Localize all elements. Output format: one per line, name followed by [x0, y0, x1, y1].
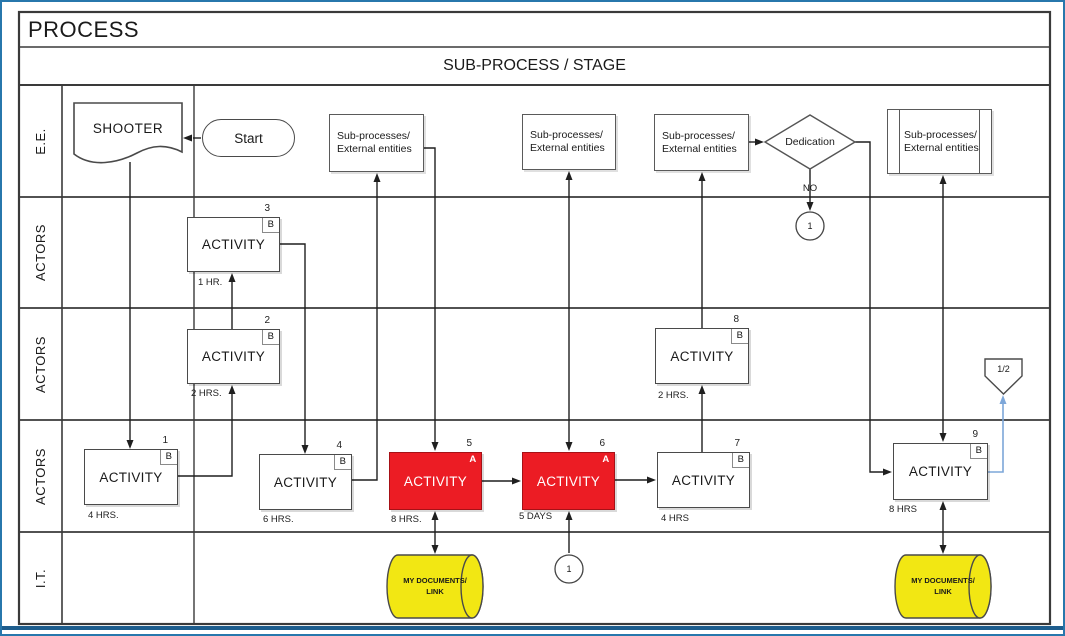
edge-subprocess-1-to-activity-5 [424, 147, 436, 443]
edge-decision-to-activity-9 [855, 141, 884, 473]
activity-1-duration: 4 HRS. [88, 510, 119, 521]
activity-7-number: 7 [734, 438, 740, 449]
decision-diamond [763, 114, 857, 170]
activity-5-badge: A [469, 454, 477, 465]
activity-4: ACTIVITY B [259, 454, 352, 510]
activity-3-number: 3 [264, 203, 270, 214]
subprocess-box-2: Sub-processes/ External entities [522, 114, 616, 170]
activity-2-badge: B [262, 330, 279, 345]
activity-4-duration: 6 HRS. [263, 514, 294, 525]
activity-2-duration: 2 HRS. [191, 388, 222, 399]
activity-5-number: 5 [466, 438, 472, 449]
activity-9-number: 9 [972, 429, 978, 440]
stage-header: SUB-PROCESS / STAGE [443, 57, 626, 74]
lane-label-actors-2: ACTORS [33, 335, 48, 393]
offpage-connector-shape [984, 358, 1023, 395]
activity-6: ACTIVITY A [522, 452, 615, 510]
lane-label-it: I.T. [33, 568, 48, 588]
flow-connectors [129, 137, 944, 553]
shooter-document-label: SHOOTER [92, 120, 164, 136]
activity-8: ACTIVITY B [655, 328, 749, 384]
datastore-2-label: MY DOCUMENTS/ LINK [911, 576, 975, 596]
datastore-1-cylinder-face [460, 554, 484, 619]
lane-label-ee: E.E. [32, 127, 48, 155]
bottom-accent-bar [2, 626, 1063, 630]
edge-activity-3-to-4 [280, 243, 306, 445]
offpage-connector-label: 1/2 [997, 364, 1010, 374]
activity-6-duration: 5 DAYS [519, 511, 553, 522]
activity-5-duration: 8 HRS. [391, 514, 422, 525]
activity-1: ACTIVITY B [84, 449, 178, 505]
activity-8-duration: 2 HRS. [658, 390, 689, 401]
activity-4-badge: B [334, 455, 351, 470]
activity-1-badge: B [160, 450, 177, 465]
activity-9-badge: B [970, 444, 987, 459]
activity-9: ACTIVITY B [893, 443, 988, 500]
activity-6-number: 6 [599, 438, 605, 449]
start-event: Start [202, 119, 295, 157]
datastore-shapes [386, 554, 992, 619]
subprocess-box-4: Sub-processes/ External entities [887, 109, 992, 174]
onpage-connector-bottom-circle [554, 554, 584, 584]
activity-2-number: 2 [264, 315, 270, 326]
lane-label-actors-3: ACTORS [33, 447, 48, 505]
swimlane-grid [17, 10, 1052, 626]
edge-activity-4-to-subprocess-1 [352, 180, 378, 481]
decision-no-label: NO [802, 182, 818, 194]
activity-8-number: 8 [733, 314, 739, 325]
edge-activity-9-to-offpage [988, 402, 1004, 473]
onpage-connector-top-circle [795, 211, 825, 241]
activity-9-duration: 8 HRS [889, 504, 917, 515]
lane-label-actors-1: ACTORS [33, 224, 48, 281]
datastore-1-label: MY DOCUMENTS/ LINK [403, 576, 467, 596]
activity-3-badge: B [262, 218, 279, 233]
activity-3: ACTIVITY B [187, 217, 280, 272]
subprocess-box-1: Sub-processes/ External entities [329, 114, 424, 172]
activity-7: ACTIVITY B [657, 452, 750, 508]
activity-3-duration: 1 HR. [198, 277, 223, 288]
activity-7-duration: 4 HRS [661, 513, 689, 524]
datastore-2-cylinder-face [968, 554, 992, 619]
page-title: PROCESS [28, 17, 140, 42]
onpage-connector-top-label: 1 [807, 221, 813, 231]
activity-5: ACTIVITY A [389, 452, 482, 510]
activity-1-number: 1 [162, 435, 168, 446]
arrowhead-offpage [999, 395, 1007, 404]
document-shape-shooter [73, 102, 183, 164]
activity-2: ACTIVITY B [187, 329, 280, 384]
activity-6-badge: A [602, 454, 610, 465]
edge-activity-1-to-2 [178, 392, 233, 477]
activity-8-badge: B [731, 329, 748, 344]
subprocess-box-3: Sub-processes/ External entities [654, 114, 749, 171]
arrowheads [126, 134, 947, 554]
decision-label: Dedication [785, 136, 835, 148]
activity-4-number: 4 [336, 440, 342, 451]
activity-7-badge: B [732, 453, 749, 468]
predefined-bar-right [979, 110, 980, 173]
onpage-connector-bottom-label: 1 [566, 564, 572, 574]
predefined-bar-left [899, 110, 900, 173]
